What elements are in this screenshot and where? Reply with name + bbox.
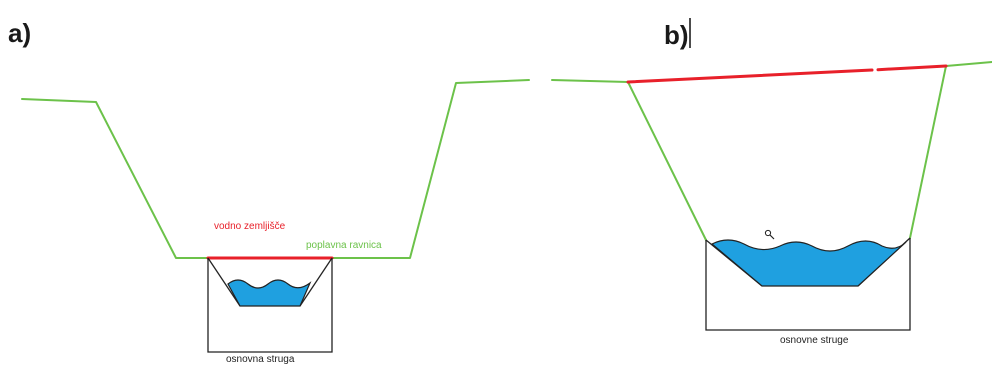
panel-b-channel-label: osnovne struge [780, 335, 849, 346]
panel-a: a) vodno zemljišče poplavna ravnica osno… [8, 18, 530, 365]
panel-b-label: b) [664, 20, 689, 50]
magnifier-icon [764, 229, 775, 240]
panel-b-water-body [710, 239, 907, 287]
panel-a-floodplain-label: poplavna ravnica [306, 240, 382, 251]
panel-b-terrain-left [551, 79, 707, 241]
panel-a-terrain-profile [21, 98, 209, 259]
panel-b-water-land-line-left [626, 68, 874, 84]
panel-a-channel-right-bank [299, 257, 333, 307]
panel-b-terrain-right [909, 61, 992, 239]
panel-b-water-land-line-right [876, 64, 948, 72]
panel-a-water-body [227, 279, 312, 307]
panel-a-water-land-label: vodno zemljišče [214, 221, 286, 232]
panel-a-floodplain-right [331, 79, 530, 259]
panel-a-label: a) [8, 18, 31, 48]
panel-a-channel-box [207, 258, 333, 353]
panel-a-channel-left-bank [207, 257, 241, 307]
panel-b-channel-box [705, 238, 911, 331]
panel-b: b) osnovne struge [551, 18, 992, 346]
panel-a-channel-label: osnovna struga [226, 354, 295, 365]
